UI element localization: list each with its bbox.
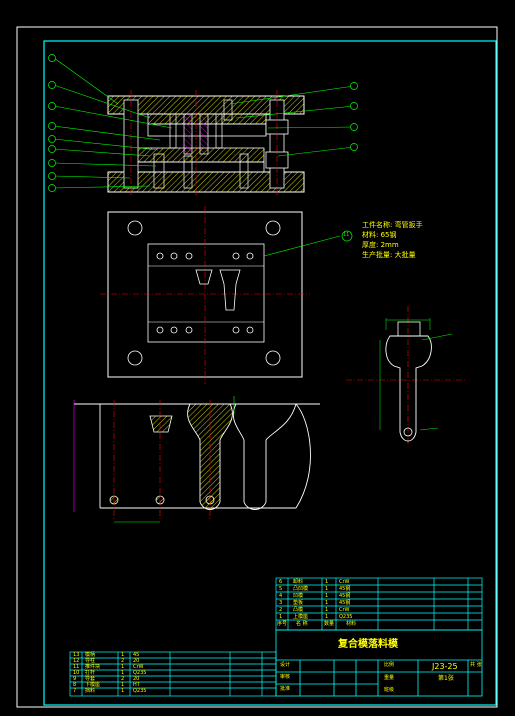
bom-upper_bom-cell-no: 5: [279, 586, 283, 592]
drawing-title: 复合模落料模: [338, 639, 398, 650]
bom-lower_bom-cell-no: 8: [73, 682, 77, 688]
tb-designer: 设计: [280, 662, 291, 668]
bom-lower_bom-cell-qty: 2: [121, 658, 125, 664]
part-name-note: 工件名称: 弯管扳手: [362, 221, 423, 229]
bom-upper_bom-cell-name: 卸料: [293, 579, 304, 585]
bom-lower_bom-cell-mat: Q235: [133, 688, 147, 694]
tb-scale: 比例: [384, 662, 395, 668]
bom-lower_bom-cell-mat: CrW: [133, 664, 144, 670]
bom-lower-table: [69, 651, 277, 697]
bom-upper-table: [275, 577, 483, 631]
bom-lower_bom-cell-qty: 1: [121, 682, 125, 688]
part-batch-note: 生产批量: 大批量: [362, 251, 416, 259]
tb-school: 班级: [384, 687, 395, 693]
bom-upper_bom-cell-qty: 1: [325, 614, 329, 620]
bom-upper_bom-cell-qty: 1: [325, 579, 329, 585]
die-plan-view: [100, 206, 353, 384]
bom-lower_bom-cell-name: 推件块: [85, 664, 101, 670]
drawing-number: J23-25: [432, 662, 458, 671]
bom-upper_bom-cell-no: 4: [279, 593, 283, 599]
bom-lower_bom-cell-name: 导柱: [85, 658, 96, 664]
bom-upper_bom-cell-name: 垫板: [293, 600, 304, 606]
bom-upper_bom-cell-mat: CrW: [339, 579, 350, 585]
bom-lower_bom-cell-name: 下模座: [85, 682, 101, 688]
bom-lower_bom-cell-qty: 1: [121, 652, 125, 658]
bom-upper_bom-cell-mat: 45钢: [339, 593, 351, 599]
bom-upper_bom-cell-qty: 1: [325, 600, 329, 606]
sheet-page: 第1张: [438, 675, 454, 682]
bom-upper_bom-cell-mat: CrW: [339, 607, 350, 613]
bom-lower_bom-cell-qty: 1: [121, 670, 125, 676]
bom-lower_bom-cell-mat: Q235: [133, 670, 147, 676]
part-thickness-note: 厚度: 2mm: [362, 241, 399, 249]
bom-lower_bom-cell-no: 13: [73, 652, 80, 658]
bom-lower_bom-cell-qty: 2: [121, 676, 125, 682]
bom-upper_bom-cell-name: 上模座: [293, 614, 309, 620]
bom-lower_bom-cell-mat: HT: [133, 682, 140, 688]
bom-upper_bom-cell-qty: 1: [325, 586, 329, 592]
bom-lower_bom-cell-mat: 20: [133, 676, 140, 682]
bom-lower_bom-cell-no: 7: [73, 688, 77, 694]
upper-bom-header-no: 序号: [277, 621, 288, 627]
sheet-count: 共 张: [470, 662, 482, 668]
bom-upper_bom-cell-qty: 1: [325, 607, 329, 613]
part-detail-view: [346, 306, 466, 446]
bom-upper_bom-cell-no: 2: [279, 607, 283, 613]
bom-lower_bom-cell-name: 模柄: [85, 652, 96, 658]
bom-upper_bom-cell-mat: 45钢: [339, 600, 351, 606]
strip-layout: [73, 396, 320, 523]
bom-lower_bom-cell-mat: 45: [133, 652, 140, 658]
part-balloon: [341, 230, 353, 242]
bom-upper_bom-cell-no: 6: [279, 579, 283, 585]
bom-upper_bom-cell-name: 凸模: [293, 607, 304, 613]
bom-upper_bom-cell-mat: Q235: [339, 614, 353, 620]
bom-lower_bom-cell-no: 9: [73, 676, 77, 682]
tb-approve: 批准: [280, 686, 291, 692]
bom-upper_bom-cell-qty: 1: [325, 593, 329, 599]
outer-border: [16, 26, 498, 708]
upper-bom-header-name: 名 称: [296, 621, 308, 627]
part-material-note: 材料: 65钢: [362, 231, 397, 239]
bom-lower_bom-cell-no: 11: [73, 664, 80, 670]
bom-lower_bom-cell-mat: 20: [133, 658, 140, 664]
bom-lower_bom-cell-no: 12: [73, 658, 80, 664]
bom-upper_bom-cell-no: 1: [279, 614, 283, 620]
bom-upper_bom-cell-no: 3: [279, 600, 283, 606]
upper-bom-header-qty: 数量: [324, 621, 335, 627]
bom-lower_bom-cell-name: 挡料: [85, 688, 96, 694]
inner-border: [43, 40, 497, 706]
bom-lower_bom-cell-qty: 1: [121, 688, 125, 694]
upper-bom-header-mat: 材料: [346, 621, 357, 627]
bom-lower_bom-cell-name: 导套: [85, 676, 96, 682]
bom-upper_bom-cell-name: 凹模: [293, 593, 304, 599]
tb-weight: 重量: [384, 675, 395, 681]
bom-lower_bom-cell-name: 打杆: [85, 670, 96, 676]
bom-lower_bom-cell-qty: 1: [121, 664, 125, 670]
bom-upper_bom-cell-mat: 45钢: [339, 586, 351, 592]
balloon-number: 11: [343, 232, 350, 238]
die-assembly-section: [48, 54, 358, 196]
bom-lower_bom-cell-no: 10: [73, 670, 80, 676]
tb-checker: 审核: [280, 674, 291, 680]
bom-upper_bom-cell-name: 凸凹模: [293, 586, 309, 592]
